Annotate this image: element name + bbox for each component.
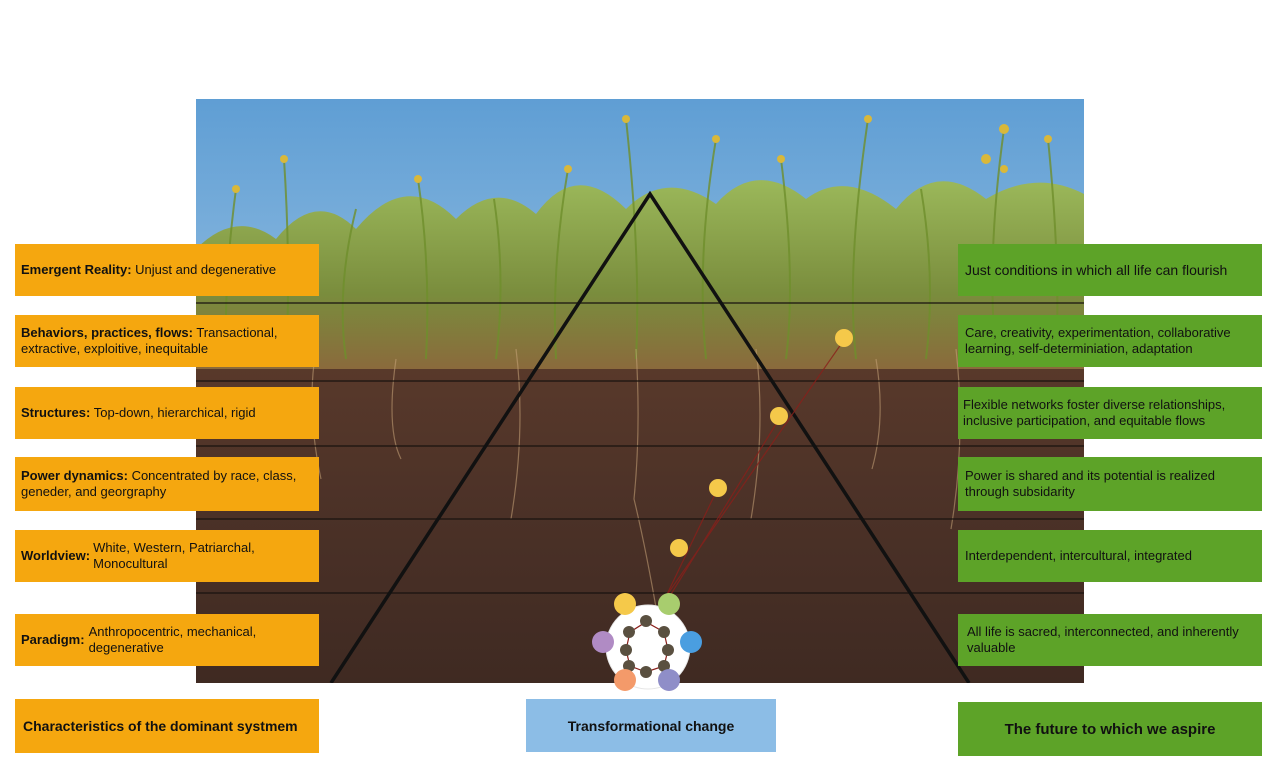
emergent-reality-box: Emergent Reality: Unjust and degenerativ… (15, 244, 319, 296)
right-item-emergent: Just conditions in which all life can fl… (958, 244, 1262, 296)
right-item-structures: Flexible networks foster diverse relatio… (958, 387, 1262, 439)
structures-value: Top-down, hierarchical, rigid (93, 405, 256, 420)
right-item-paradigm-text: All life is sacred, interconnected, and … (967, 624, 1239, 655)
behaviors-box: Behaviors, practices, flows: Transaction… (15, 315, 319, 367)
future-aspire-footer-text: The future to which we aspire (1004, 720, 1216, 738)
transformational-change-footer-text: Transformational change (567, 717, 735, 734)
power-dynamics-label: Power dynamics: (21, 468, 128, 483)
structures-label: Structures: (21, 405, 91, 420)
behaviors-label: Behaviors, practices, flows: (21, 325, 193, 340)
transformational-change-footer: Transformational change (526, 699, 776, 752)
paradigm-label: Paradigm: (21, 632, 85, 647)
dominant-system-footer-text: Characteristics of the dominant systmem (23, 718, 298, 734)
right-item-behaviors: Care, creativity, experimentation, colla… (958, 315, 1262, 367)
right-item-worldview: Interdependent, intercultural, integrate… (958, 530, 1262, 582)
worldview-value: White, Western, Patriarchal, Monocultura… (93, 540, 255, 571)
paradigm-box: Paradigm: Anthropocentric, mechanical, d… (15, 614, 319, 666)
right-item-structures-text: Flexible networks foster diverse relatio… (963, 397, 1226, 428)
right-item-behaviors-text: Care, creativity, experimentation, colla… (965, 325, 1231, 356)
worldview-label: Worldview: (21, 548, 91, 563)
right-item-power-text: Power is shared and its potential is rea… (965, 468, 1216, 499)
emergent-reality-value: Unjust and degenerative (135, 262, 277, 277)
future-aspire-footer: The future to which we aspire (958, 702, 1262, 756)
prairie-soil-background (196, 99, 1084, 683)
dominant-system-footer: Characteristics of the dominant systmem (15, 699, 319, 753)
right-item-power: Power is shared and its potential is rea… (958, 457, 1262, 511)
power-dynamics-value: Concentrated by race, class, geneder, an… (21, 468, 297, 499)
paradigm-value: Anthropocentric, mechanical, degenerativ… (88, 624, 257, 655)
structures-box: Structures: Top-down, hierarchical, rigi… (15, 387, 319, 439)
worldview-box: Worldview: White, Western, Patriarchal, … (15, 530, 319, 582)
right-item-emergent-text: Just conditions in which all life can fl… (965, 262, 1228, 278)
background-illustration (196, 99, 1084, 683)
behaviors-value: Transactional, extractive, exploitive, i… (21, 325, 278, 356)
right-item-worldview-text: Interdependent, intercultural, integrate… (965, 548, 1192, 563)
right-item-paradigm: All life is sacred, interconnected, and … (958, 614, 1262, 666)
emergent-reality-label: Emergent Reality: (21, 262, 132, 277)
power-dynamics-box: Power dynamics: Concentrated by race, cl… (15, 457, 319, 511)
